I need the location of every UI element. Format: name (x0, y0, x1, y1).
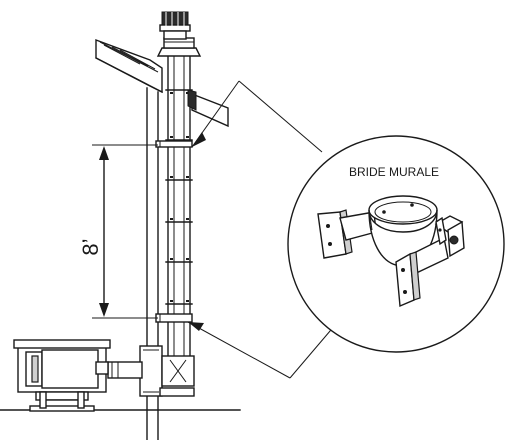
dimension-label: 8’ (78, 238, 103, 255)
callout-leaders (187, 80, 337, 379)
wall-band-bottom (155, 313, 193, 323)
wall-band-top (155, 140, 193, 148)
chimney-cap (159, 11, 191, 40)
callout-title: BRIDE MURALE (349, 165, 439, 179)
roof-flashing (156, 37, 202, 57)
dimension-arrow (92, 144, 158, 319)
wood-stove (13, 339, 111, 412)
tee-connection (107, 345, 195, 397)
chimney-pipe (165, 47, 193, 361)
roof-bracket (187, 89, 229, 128)
wall-bracket-illustration (317, 195, 465, 308)
roof (95, 38, 163, 94)
